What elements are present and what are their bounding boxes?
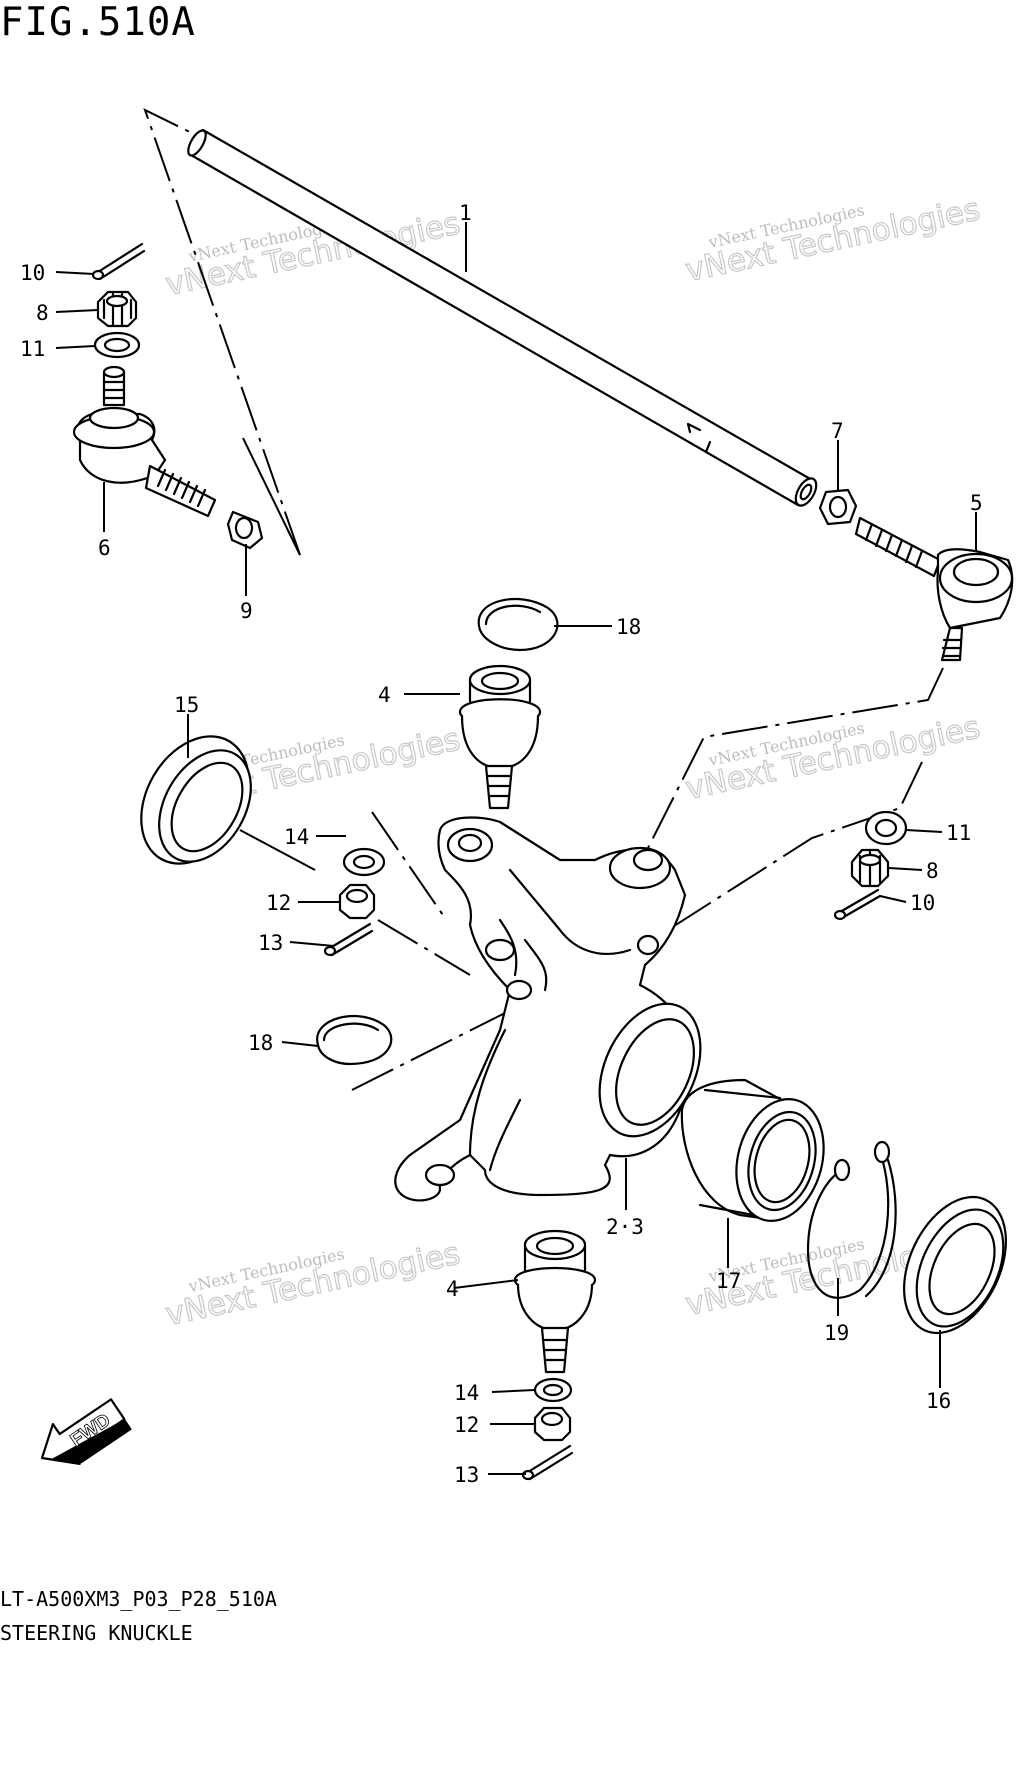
figure-title: FIG.510A xyxy=(0,0,196,45)
callout-2-3: 2·3 xyxy=(606,1215,644,1239)
nut-7 xyxy=(818,488,858,526)
castle-nut-8-right xyxy=(850,848,890,888)
washer-14-upper xyxy=(342,847,386,877)
model-code: LT-A500XM3_P03_P28_510A xyxy=(0,1587,277,1611)
cotter-pin-10-right xyxy=(833,888,882,921)
callout-13: 13 xyxy=(258,931,283,955)
callout-10: 10 xyxy=(910,891,935,915)
wheel-bearing-17 xyxy=(680,1078,825,1222)
nut-9 xyxy=(226,510,264,550)
callout-11: 11 xyxy=(20,337,45,361)
caption-block: LT-A500XM3_P03_P28_510A STEERING KNUCKLE xyxy=(0,1582,277,1650)
callout-16: 16 xyxy=(926,1389,951,1413)
tie-rod-end-left xyxy=(72,365,217,518)
washer-11-right xyxy=(864,810,908,846)
tie-rod xyxy=(187,128,818,507)
callout-8: 8 xyxy=(36,301,49,325)
assembly-lines xyxy=(143,108,944,1091)
callout-14: 14 xyxy=(454,1381,479,1405)
washer-11-upper xyxy=(93,331,141,359)
nut-12-lower xyxy=(533,1406,572,1442)
leader-lines xyxy=(55,222,977,1475)
callout-7: 7 xyxy=(831,419,844,443)
watermark: vNext Technologies vNext Technologies xyxy=(682,191,984,290)
watermark: vNext Technologies vNext Technologies xyxy=(162,1235,464,1334)
callout-8: 8 xyxy=(926,859,939,883)
callout-5: 5 xyxy=(970,491,983,515)
callout-17: 17 xyxy=(716,1269,741,1293)
callout-9: 9 xyxy=(240,599,253,623)
ball-joint-4-lower xyxy=(513,1229,597,1374)
oil-seal-16 xyxy=(903,1195,1007,1335)
section-name: STEERING KNUCKLE xyxy=(0,1621,193,1645)
callout-4: 4 xyxy=(378,683,391,707)
ball-joint-4-upper xyxy=(458,664,542,810)
tie-rod-end-right xyxy=(854,516,1014,662)
callout-18: 18 xyxy=(616,615,641,639)
callout-12: 12 xyxy=(266,891,291,915)
callout-12: 12 xyxy=(454,1413,479,1437)
steering-knuckle xyxy=(394,816,702,1202)
cotter-pin-10-upper xyxy=(91,242,146,281)
callout-labels: 1 10 8 11 6 9 7 5 18 4 15 14 12 13 11 8 … xyxy=(20,201,983,1487)
callout-11: 11 xyxy=(946,821,971,845)
callout-15: 15 xyxy=(174,693,199,717)
callout-4: 4 xyxy=(446,1277,459,1301)
callout-10: 10 xyxy=(20,261,45,285)
watermark: vNext Technologies vNext Technologies xyxy=(682,709,984,808)
oil-seal-15 xyxy=(140,735,252,865)
cotter-pin-13-lower xyxy=(521,1444,574,1481)
nut-12-upper xyxy=(338,883,376,920)
washer-14-lower xyxy=(533,1377,573,1403)
castle-nut-8-upper xyxy=(96,290,138,328)
cotter-pin-13-upper xyxy=(323,922,374,957)
callout-6: 6 xyxy=(98,536,111,560)
circlip-18-lower xyxy=(316,1014,393,1066)
circlip-18-upper xyxy=(477,597,559,652)
fwd-arrow-icon: FWD xyxy=(40,1398,132,1465)
callout-19: 19 xyxy=(824,1321,849,1345)
callout-18: 18 xyxy=(248,1031,273,1055)
circlip-19 xyxy=(806,1140,897,1299)
callout-1: 1 xyxy=(459,201,472,225)
callout-13: 13 xyxy=(454,1463,479,1487)
callout-14: 14 xyxy=(284,825,309,849)
